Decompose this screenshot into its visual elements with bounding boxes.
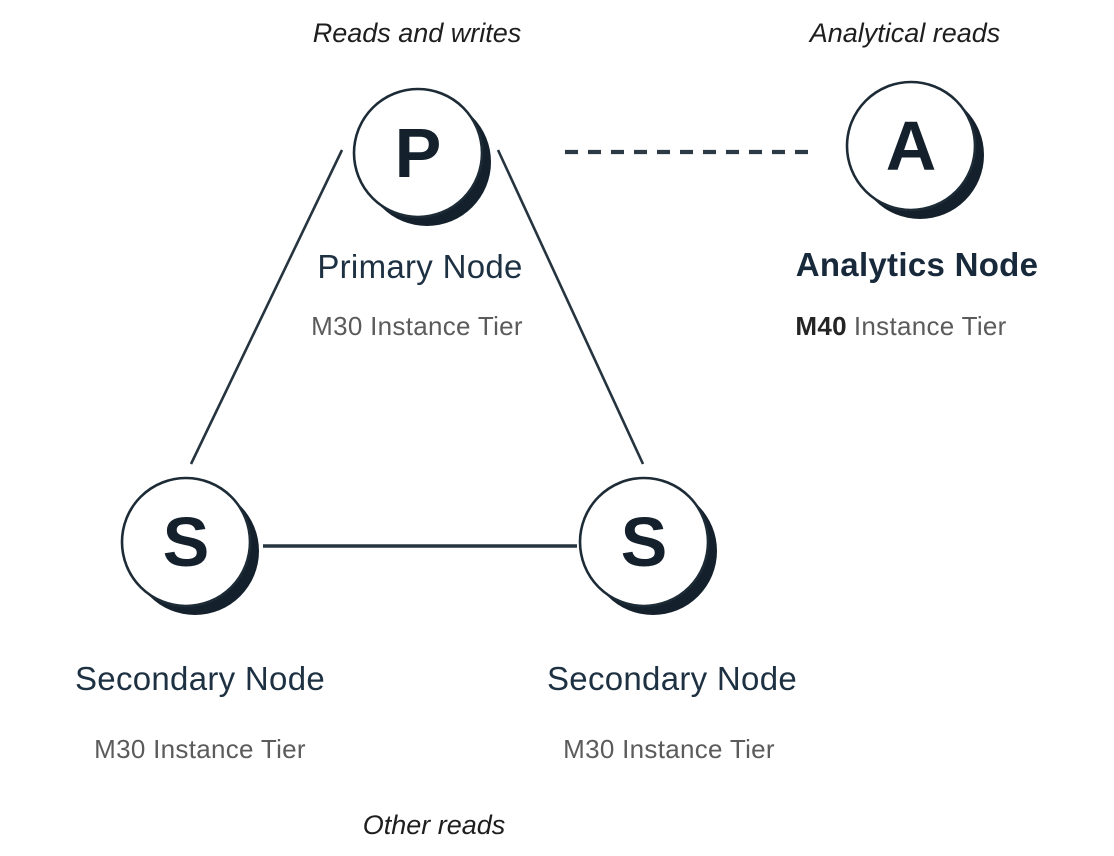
primary-node-letter: P <box>394 114 442 192</box>
secondary-right-node-circle: S <box>574 472 726 624</box>
edge-primary-secondary-left <box>189 149 344 465</box>
secondary-left-node-circle: S <box>116 472 268 624</box>
node-circle-graphic <box>845 80 984 219</box>
node-circle-graphic <box>120 476 259 615</box>
node-circle-graphic <box>578 476 717 615</box>
primary-node-title: Primary Node <box>317 248 523 285</box>
analytics-node-circle: A <box>841 76 993 228</box>
label-other-reads: Other reads <box>362 810 506 840</box>
node-circle-graphic <box>352 87 491 226</box>
analytics-node-title: Analytics Node <box>795 246 1039 283</box>
secondary-right-node-letter: S <box>620 503 668 581</box>
secondary-left-node-tier: M30 Instance Tier <box>94 734 306 764</box>
analytics-node-letter: A <box>885 107 937 185</box>
analytics-tier-size: M40 <box>795 311 847 341</box>
label-reads-and-writes: Reads and writes <box>312 18 522 48</box>
secondary-left-node-letter: S <box>162 503 210 581</box>
secondary-right-node-title: Secondary Node <box>546 660 798 697</box>
primary-node-circle: P <box>348 83 500 235</box>
primary-node-tier: M30 Instance Tier <box>311 311 523 341</box>
edge-primary-secondary-right <box>496 149 645 465</box>
analytics-tier-text: Instance Tier <box>853 311 1007 341</box>
label-analytical-reads: Analytical reads <box>809 18 1001 48</box>
secondary-right-node-tier: M30 Instance Tier <box>563 734 775 764</box>
secondary-left-node-title: Secondary Node <box>74 660 326 697</box>
